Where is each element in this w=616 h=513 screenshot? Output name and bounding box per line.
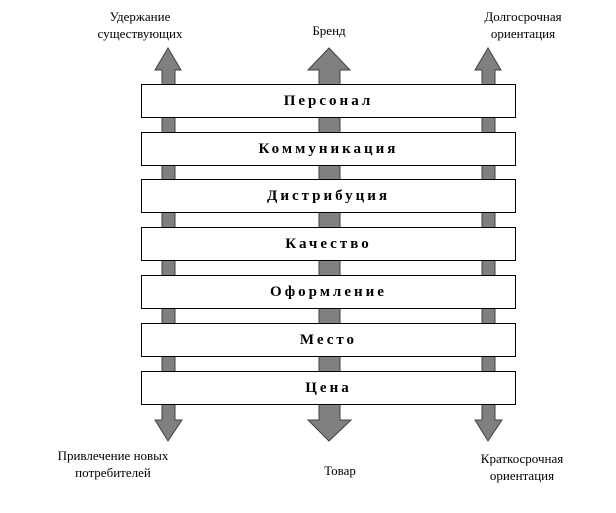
label-product: Товар: [324, 462, 356, 479]
label-line: Бренд: [312, 23, 346, 38]
label-line: Удержание: [109, 9, 171, 24]
label-retention: Удержание существующих: [97, 8, 182, 42]
bar-price: Цена: [141, 371, 516, 405]
label-line: Товар: [324, 463, 356, 478]
label-new-consumers: Привлечение новых потребителей: [58, 447, 169, 481]
label-line: Краткосрочная: [480, 451, 564, 466]
bar-personnel: Персонал: [141, 84, 516, 118]
label-brand: Бренд: [312, 22, 345, 39]
label-line: существующих: [97, 26, 183, 41]
bar-quality: Качество: [141, 227, 516, 261]
label-line: ориентация: [490, 26, 556, 41]
label-line: потребителей: [75, 465, 151, 480]
label-line: ориентация: [489, 468, 555, 483]
label-long-term: Долгосрочная ориентация: [484, 8, 561, 42]
label-line: Долгосрочная: [484, 9, 562, 24]
bar-distribution: Дистрибуция: [141, 179, 516, 213]
label-short-term: Краткосрочная ориентация: [481, 450, 563, 484]
bar-place: Место: [141, 323, 516, 357]
label-line: Привлечение новых: [57, 448, 169, 463]
bar-design: Оформление: [141, 275, 516, 309]
bar-communication: Коммуникация: [141, 132, 516, 166]
